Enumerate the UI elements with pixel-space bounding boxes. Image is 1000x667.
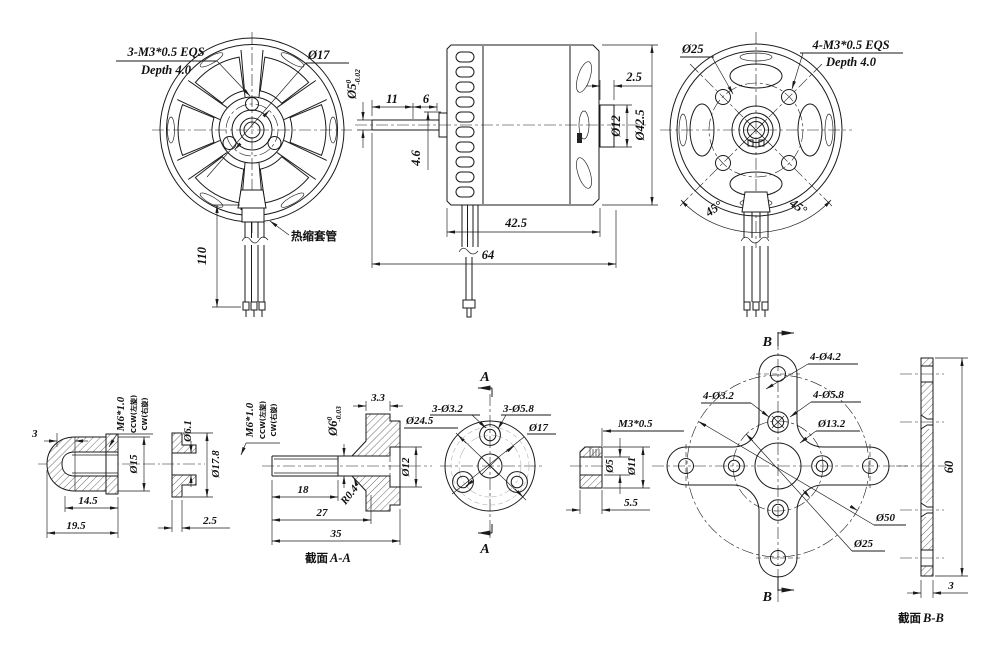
mount-bc-inner-label: Ø25 bbox=[853, 538, 873, 550]
wire-break bbox=[241, 236, 269, 244]
front-screw-hole-top bbox=[245, 97, 259, 111]
motor-body bbox=[446, 44, 600, 206]
mount-holes-a-label: 4-Ø3.2 bbox=[702, 390, 734, 402]
circlip bbox=[743, 117, 769, 143]
x-mount-view: 4-Ø4.2 4-Ø3.2 4-Ø5.8 Ø13.2 Ø50 Ø25 B B bbox=[652, 330, 908, 605]
mount-arm-hole bbox=[862, 458, 878, 474]
shaft-section-aa: M6*1.0 CCW(左旋) CW(右旋) Ø60-0.03 3.3 Ø24.5… bbox=[240, 392, 527, 565]
dim-4-6: 4.6 bbox=[409, 149, 423, 166]
circlip-mark bbox=[577, 133, 582, 143]
flange-bolt-circle-label: Ø17 bbox=[528, 422, 548, 434]
adapter-flange-top bbox=[350, 413, 401, 457]
body-length-dim: 42.5 bbox=[504, 216, 527, 230]
rear-screw-hole bbox=[715, 155, 731, 171]
plate-height-dim: 60 bbox=[942, 460, 956, 473]
prop-nut-section: 3 M6*1.0 CCW(左旋) CW(右旋) Ø15 14.5 19.5 bbox=[31, 395, 160, 538]
flange-holes-b-label: 3-Ø5.8 bbox=[502, 403, 534, 415]
washer-dia-6-1: Ø6.1 bbox=[182, 420, 194, 443]
nut-dia-15: Ø15 bbox=[128, 454, 140, 474]
m3-dia-5: Ø5 bbox=[604, 459, 616, 474]
rear-bolt-circle-label: Ø25 bbox=[681, 42, 704, 56]
nut-dim-19-5: 19.5 bbox=[66, 520, 86, 532]
plate-thickness-dim: 3 bbox=[947, 580, 954, 592]
prop-nut-thread-bore bbox=[61, 451, 119, 477]
m3-dia-11: Ø11 bbox=[626, 457, 638, 476]
motor-neck bbox=[741, 191, 771, 213]
rear-boss bbox=[599, 104, 615, 148]
m3-dim-5-5: 5.5 bbox=[624, 497, 638, 509]
washer-section: Ø6.1 Ø17.8 2.5 bbox=[158, 420, 230, 532]
mount-hub-dia-label: Ø13.2 bbox=[817, 418, 846, 430]
shaft-dia-dim: Ø50-0.02 bbox=[344, 69, 362, 100]
mount-hub-circle bbox=[754, 442, 802, 490]
nut-dim-14-5: 14.5 bbox=[78, 495, 98, 507]
washer-bottom bbox=[171, 474, 197, 498]
mount-bc-outer-label: Ø50 bbox=[875, 512, 895, 524]
flange-face-view: 3-Ø3.2 3-Ø5.8 Ø17 A A bbox=[430, 370, 556, 557]
angle-right: 45° bbox=[786, 195, 809, 217]
dia-12-label: Ø12 bbox=[400, 457, 412, 477]
dim-35: 35 bbox=[330, 528, 343, 540]
mount-plate-outline bbox=[920, 357, 934, 577]
front-screw-note-bottom: Depth 4.0 bbox=[140, 63, 192, 77]
side-view: Ø50-0.02 11 6 4.6 2.5 Ø12 Ø42.5 42.5 64 bbox=[344, 44, 658, 318]
rear-screw-hole bbox=[715, 89, 731, 105]
dim-18: 18 bbox=[298, 484, 310, 496]
wire-break bbox=[740, 236, 770, 244]
wire-break bbox=[458, 247, 479, 255]
rear-screw-hole bbox=[781, 155, 797, 171]
rear-screw-note-bottom: Depth 4.0 bbox=[825, 55, 877, 69]
section-mark-b-top: B bbox=[762, 335, 772, 350]
rear-screw-hole bbox=[781, 89, 797, 105]
nut-ccw-label: CCW(左旋) bbox=[129, 395, 138, 433]
dia-24-5-label: Ø24.5 bbox=[405, 415, 434, 427]
dim-6: 6 bbox=[423, 92, 430, 106]
mount-arm-hole bbox=[770, 550, 786, 566]
m3-thread-label: M3*0.5 bbox=[617, 418, 653, 430]
fillet-label: R0.4 bbox=[338, 483, 361, 508]
lead-length-dim: 110 bbox=[195, 246, 209, 265]
motor-neck bbox=[237, 189, 267, 209]
front-view: 3-M3*0.5 EQS Depth 4.0 Ø17 110 热缩套管 bbox=[116, 32, 352, 317]
washer-dim-2-5: 2.5 bbox=[202, 515, 217, 527]
rear-view: 45° 45° Ø25 4-M3*0.5 EQS Depth 4.0 bbox=[660, 32, 903, 317]
m3-nut-section: M3*0.5 Ø5 Ø11 5.5 bbox=[566, 418, 684, 514]
section-mark-a-bottom: A bbox=[479, 542, 489, 557]
shaft-thread-label: M6*1.0 bbox=[244, 402, 256, 438]
m3-nut-top bbox=[579, 446, 603, 458]
adapter-flange-bottom bbox=[350, 475, 401, 512]
mount-holes-arm-label: 4-Ø4.2 bbox=[809, 351, 841, 363]
front-screw-note-top: 3-M3*0.5 EQS bbox=[126, 45, 204, 59]
section-mark-a-top: A bbox=[479, 370, 489, 385]
nut-thread-label: M6*1.0 bbox=[115, 396, 127, 432]
total-length-dim: 64 bbox=[482, 248, 495, 262]
m3-nut-bottom bbox=[579, 474, 603, 489]
dim-27: 27 bbox=[316, 507, 329, 519]
heat-shrink-tube bbox=[241, 207, 265, 223]
front-bolt-circle-label: Ø17 bbox=[307, 48, 330, 62]
mount-arm-hole bbox=[678, 458, 694, 474]
dim-2-5: 2.5 bbox=[625, 70, 642, 84]
nut-cw-label: CW(右旋) bbox=[140, 397, 149, 430]
mount-outline bbox=[666, 354, 890, 578]
mount-holes-b-label: 4-Ø5.8 bbox=[812, 389, 844, 401]
flange-holes-a-label: 3-Ø3.2 bbox=[431, 403, 463, 415]
section-mark-b-bottom: B bbox=[762, 590, 772, 605]
dim-11: 11 bbox=[386, 92, 398, 106]
heat-shrink-label: 热缩套管 bbox=[291, 229, 337, 243]
front-screw-hole-right bbox=[267, 136, 282, 150]
shaft-ccw-label: CCW(左旋) bbox=[258, 401, 267, 439]
washer-dia-17-8: Ø17.8 bbox=[210, 450, 222, 479]
body-dia-dim: Ø42.5 bbox=[633, 110, 647, 142]
nut-dim-3: 3 bbox=[31, 428, 38, 440]
shaft-dia-6: Ø60-0.03 bbox=[325, 406, 343, 437]
shaft-cw-label: CW(右旋) bbox=[269, 403, 278, 436]
rear-screw-note-top: 4-M3*0.5 EQS bbox=[811, 38, 889, 52]
boss-dia-dim: Ø12 bbox=[609, 115, 623, 138]
dim-3-3: 3.3 bbox=[370, 392, 385, 404]
